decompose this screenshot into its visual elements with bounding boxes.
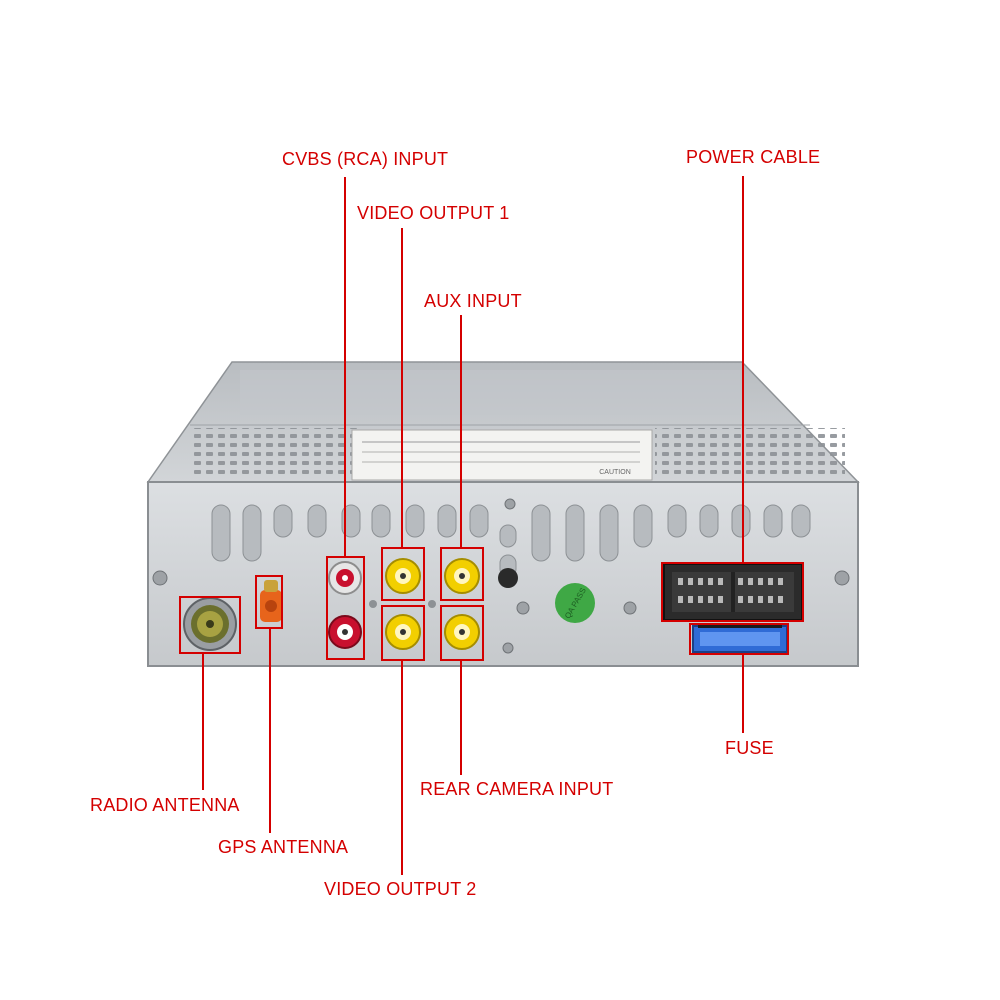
rca-jack-cvbs-red <box>328 615 362 649</box>
box-fuse <box>689 623 789 655</box>
rca-jack-video-output-2 <box>385 614 421 650</box>
label-video-output-2: VIDEO OUTPUT 2 <box>324 879 477 899</box>
leader-lines <box>202 176 744 875</box>
round-port <box>498 568 518 588</box>
label-rear-camera-input: REAR CAMERA INPUT <box>420 779 614 799</box>
label-power-cable: POWER CABLE <box>686 147 821 167</box>
gps-antenna-connector <box>260 580 282 622</box>
label-aux-input: AUX INPUT <box>424 291 522 311</box>
rca-jacks <box>328 558 480 650</box>
rca-jack-cvbs-white <box>328 561 362 595</box>
label-video-output-1: VIDEO OUTPUT 1 <box>357 203 510 223</box>
fuse <box>692 624 788 653</box>
rca-jack-aux-input <box>444 558 480 594</box>
screws <box>152 498 850 654</box>
box-power-cable <box>661 562 804 622</box>
label-gps-antenna: GPS ANTENNA <box>218 837 349 857</box>
head-unit-body: CAUTION <box>146 361 860 667</box>
qc-sticker: QA PASS <box>555 583 595 623</box>
radio-antenna-socket <box>183 597 237 651</box>
box-radio-antenna <box>179 596 241 654</box>
power-connector <box>663 563 803 621</box>
vent-slots <box>211 504 811 578</box>
caution-sticker-text: CAUTION <box>599 469 631 476</box>
label-cvbs-input: CVBS (RCA) INPUT <box>282 149 449 169</box>
rca-jack-video-output-1 <box>385 558 421 594</box>
rca-jack-rear-camera-input <box>444 614 480 650</box>
caution-sticker: CAUTION <box>351 429 653 481</box>
label-fuse: FUSE <box>725 738 774 758</box>
label-radio-antenna: RADIO ANTENNA <box>90 795 240 815</box>
